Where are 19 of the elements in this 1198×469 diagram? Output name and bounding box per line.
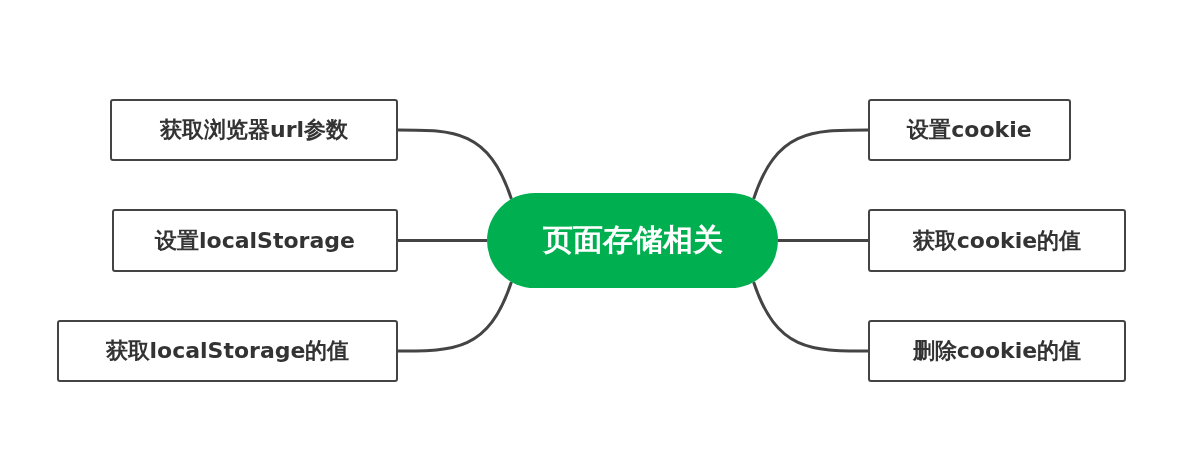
topic-box	[868, 209, 1126, 272]
topic-label: 设置cookie	[907, 116, 1032, 144]
topic-label: 设置localStorage	[155, 226, 355, 255]
topic-box	[112, 209, 398, 272]
topic-box	[868, 99, 1071, 161]
topic-label: 获取cookie的值	[912, 226, 1082, 255]
topic-box	[868, 320, 1126, 382]
connector-line	[398, 281, 513, 353]
topic-label: 获取浏览器url参数	[159, 116, 349, 144]
topic-label: 获取localStorage的值	[105, 337, 350, 365]
connector-line	[752, 281, 868, 353]
connector-line	[398, 239, 487, 242]
topic-label: 删除cookie的值	[912, 337, 1082, 365]
connector-line	[752, 128, 868, 200]
connector-line	[398, 128, 513, 200]
topic-box	[57, 320, 398, 382]
connector-line	[778, 239, 868, 242]
topic-label: 页面存储相关	[542, 221, 723, 259]
topic-box	[110, 99, 398, 161]
